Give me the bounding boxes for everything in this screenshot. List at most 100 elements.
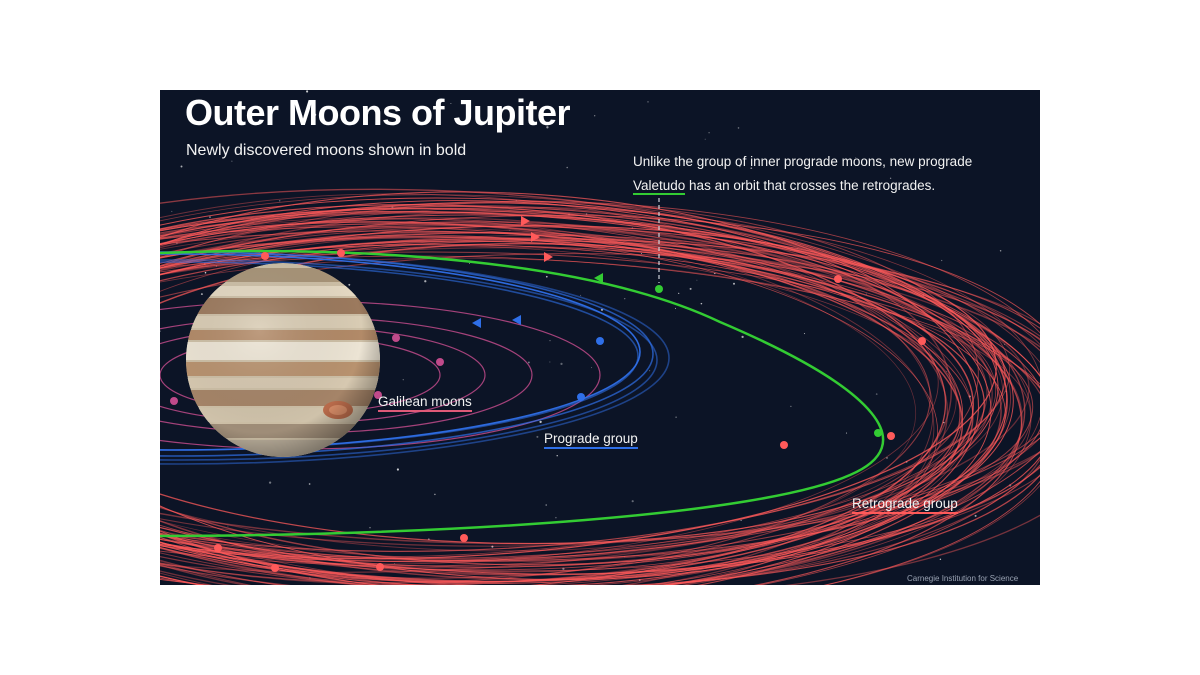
star [491,545,494,548]
moon-dot [170,397,178,405]
star [678,292,680,295]
retrograde-orbit [160,200,1040,585]
retrograde-orbit [160,194,1040,585]
star [546,126,549,129]
star [594,115,596,117]
retrograde-orbit [160,243,1006,568]
star [591,367,593,369]
star [215,265,217,267]
page-title: Outer Moons of Jupiter [185,92,571,133]
annotation-text-before: Unlike the group of inner prograde moons… [633,154,973,169]
retrograde-orbit [160,232,939,565]
star [974,514,977,517]
retrograde-orbit [160,202,1008,585]
direction-arrow [531,232,540,242]
star [545,275,548,278]
retrograde-orbit [160,240,1006,552]
retrograde-orbit [160,238,1040,563]
star [209,216,211,218]
star [689,287,692,290]
retrograde-orbit [160,221,964,583]
orbit-diagram [160,90,1040,585]
retrograde-orbit [160,236,1040,585]
moon-dot [460,534,468,542]
star [741,335,744,339]
star [875,393,878,395]
star [865,293,867,295]
star [231,160,233,162]
star [704,138,706,140]
moon-dot [271,564,279,572]
star [307,108,309,109]
retrograde-orbit [160,247,1030,573]
star [946,370,948,372]
direction-arrow [521,216,530,226]
star [549,361,551,363]
star [171,210,173,212]
star [309,577,311,579]
retrograde-orbit [160,207,1032,585]
jupiter [186,263,380,457]
star [160,330,161,332]
star [450,103,452,105]
star [889,177,892,179]
star [939,558,942,561]
moon-dot [887,432,895,440]
star [999,250,1002,252]
star [308,483,311,485]
star [402,379,404,381]
moon-dot [596,337,604,345]
retrograde-orbit [160,224,993,585]
retrograde-orbit [160,191,980,585]
star [886,457,888,459]
moon-dot [392,334,400,342]
star [750,167,753,170]
star [306,90,309,93]
star [708,131,710,134]
star [556,455,558,457]
star [585,213,588,215]
retrograde-orbit [160,201,979,579]
star [737,127,740,129]
star [733,282,735,285]
moon-dot [337,249,345,257]
retrograde-orbit [160,217,949,585]
star [696,279,698,281]
moon-dot [780,441,788,449]
retrograde-orbit [160,208,1023,585]
prograde-group-label: Prograde group [544,431,638,449]
valetudo-orbit [160,249,885,538]
retrograde-orbit [160,214,999,585]
star [469,262,470,264]
moon-dot [214,544,222,552]
star [204,271,207,274]
star [180,165,183,168]
prograde-orbit [160,261,639,451]
retrograde-orbit [160,253,1040,559]
star [855,157,857,159]
page-subtitle: Newly discovered moons shown in bold [186,142,467,159]
star [647,101,649,103]
star [790,405,792,408]
star [700,302,703,305]
star [640,252,642,255]
star [649,370,651,372]
retrograde-orbit [160,257,1032,563]
star [545,504,547,506]
star [941,259,943,262]
retrograde-orbit [160,218,963,573]
retrograde-orbit [160,226,1040,569]
retrograde-orbit [160,193,934,585]
star [536,435,539,438]
star [434,493,436,496]
star [845,432,848,434]
prograde-orbit [160,259,658,461]
retrograde-group-label: Retrograde group [852,496,958,514]
star [323,240,325,241]
star [740,519,742,521]
star [596,436,599,439]
retrograde-orbits [160,188,1040,585]
star [200,293,203,296]
star [527,361,530,364]
retrograde-orbit [160,232,1004,552]
